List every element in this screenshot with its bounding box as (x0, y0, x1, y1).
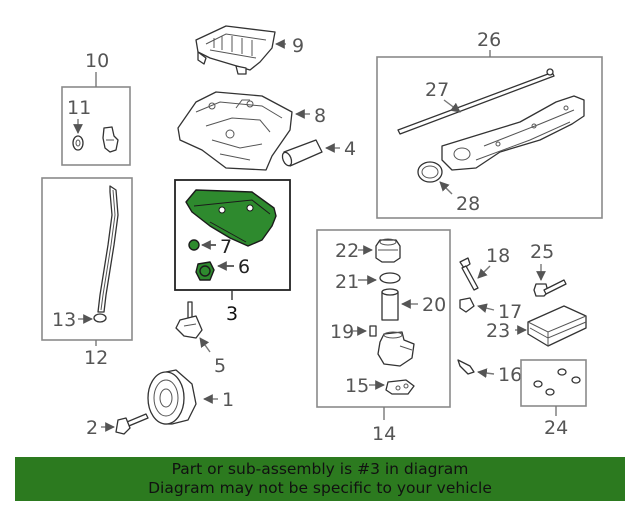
part-6-drain-plug[interactable] (195, 261, 215, 281)
banner-line-1: Part or sub-assembly is #3 in diagram (171, 460, 469, 478)
part-2-bolt[interactable] (115, 413, 149, 435)
part-17-clip[interactable] (459, 297, 475, 313)
parts-diagram: 10 11 13 12 9 8 (41, 25, 603, 445)
callout-2[interactable]: 2 (86, 417, 98, 439)
callout-15[interactable]: 15 (345, 375, 369, 397)
callout-21[interactable]: 21 (335, 271, 359, 293)
part-1-pulley[interactable] (147, 369, 197, 425)
part-4-tube[interactable] (281, 139, 323, 167)
part-16-bracket[interactable] (457, 359, 475, 375)
part-22-filter-cap[interactable] (375, 238, 401, 263)
callout-18[interactable]: 18 (486, 245, 510, 267)
group-10-box (61, 72, 131, 166)
banner-line-2: Diagram may not be specific to your vehi… (148, 479, 492, 497)
part-23-oil-cooler[interactable] (527, 305, 587, 347)
callout-5[interactable]: 5 (214, 355, 226, 377)
part-18-bolt[interactable] (459, 257, 479, 291)
callout-22[interactable]: 22 (335, 240, 359, 262)
group-14-box (316, 229, 451, 420)
callout-11[interactable]: 11 (67, 97, 91, 119)
part-27-rod[interactable] (397, 68, 555, 135)
callout-13[interactable]: 13 (52, 309, 76, 331)
callout-8[interactable]: 8 (314, 105, 326, 127)
part-15-gasket[interactable] (385, 379, 415, 395)
part-5-sensor[interactable] (175, 301, 203, 339)
callout-6[interactable]: 6 (238, 256, 250, 278)
part-20-filter[interactable] (381, 288, 399, 321)
part-8-oil-pan-upper[interactable] (177, 91, 293, 171)
part-9-cover[interactable] (195, 25, 276, 75)
callout-23[interactable]: 23 (486, 320, 510, 342)
part-26-cover[interactable] (441, 95, 585, 171)
callout-3[interactable]: 3 (226, 303, 238, 325)
callout-9[interactable]: 9 (292, 35, 304, 57)
group-26-box (376, 50, 603, 219)
part-10-cap[interactable] (102, 126, 119, 153)
highlight-banner: Part or sub-assembly is #3 in diagram Di… (15, 457, 625, 501)
callout-24[interactable]: 24 (544, 417, 568, 439)
part-19-valve[interactable] (369, 325, 377, 337)
part-7-washer[interactable] (188, 239, 200, 251)
part-12-dipstick-tube[interactable] (97, 185, 119, 313)
group-24-box (520, 359, 587, 416)
callout-10[interactable]: 10 (85, 50, 109, 72)
callout-14[interactable]: 14 (372, 423, 396, 445)
part-3-oil-pan-lower[interactable] (185, 189, 277, 247)
callout-28[interactable]: 28 (456, 193, 480, 215)
callout-7[interactable]: 7 (220, 236, 232, 258)
callout-20[interactable]: 20 (422, 294, 446, 316)
callout-25[interactable]: 25 (530, 241, 554, 263)
part-21-o-ring[interactable] (379, 272, 401, 284)
part-24-gasket-set[interactable] (533, 368, 581, 396)
callout-27[interactable]: 27 (425, 79, 449, 101)
callout-1[interactable]: 1 (222, 389, 234, 411)
callout-16[interactable]: 16 (498, 364, 522, 386)
group-3-box (174, 179, 291, 300)
part-13-o-ring[interactable] (93, 313, 107, 323)
group-12-box (41, 177, 133, 346)
part-28-gasket[interactable] (417, 161, 443, 183)
callout-26[interactable]: 26 (477, 29, 501, 51)
callout-4[interactable]: 4 (344, 138, 356, 160)
callout-17[interactable]: 17 (498, 301, 522, 323)
part-14-housing[interactable] (377, 331, 415, 367)
callout-12[interactable]: 12 (84, 347, 108, 369)
part-25-bolt[interactable] (533, 279, 567, 297)
callout-19[interactable]: 19 (330, 321, 354, 343)
part-11-seal[interactable] (72, 135, 84, 151)
